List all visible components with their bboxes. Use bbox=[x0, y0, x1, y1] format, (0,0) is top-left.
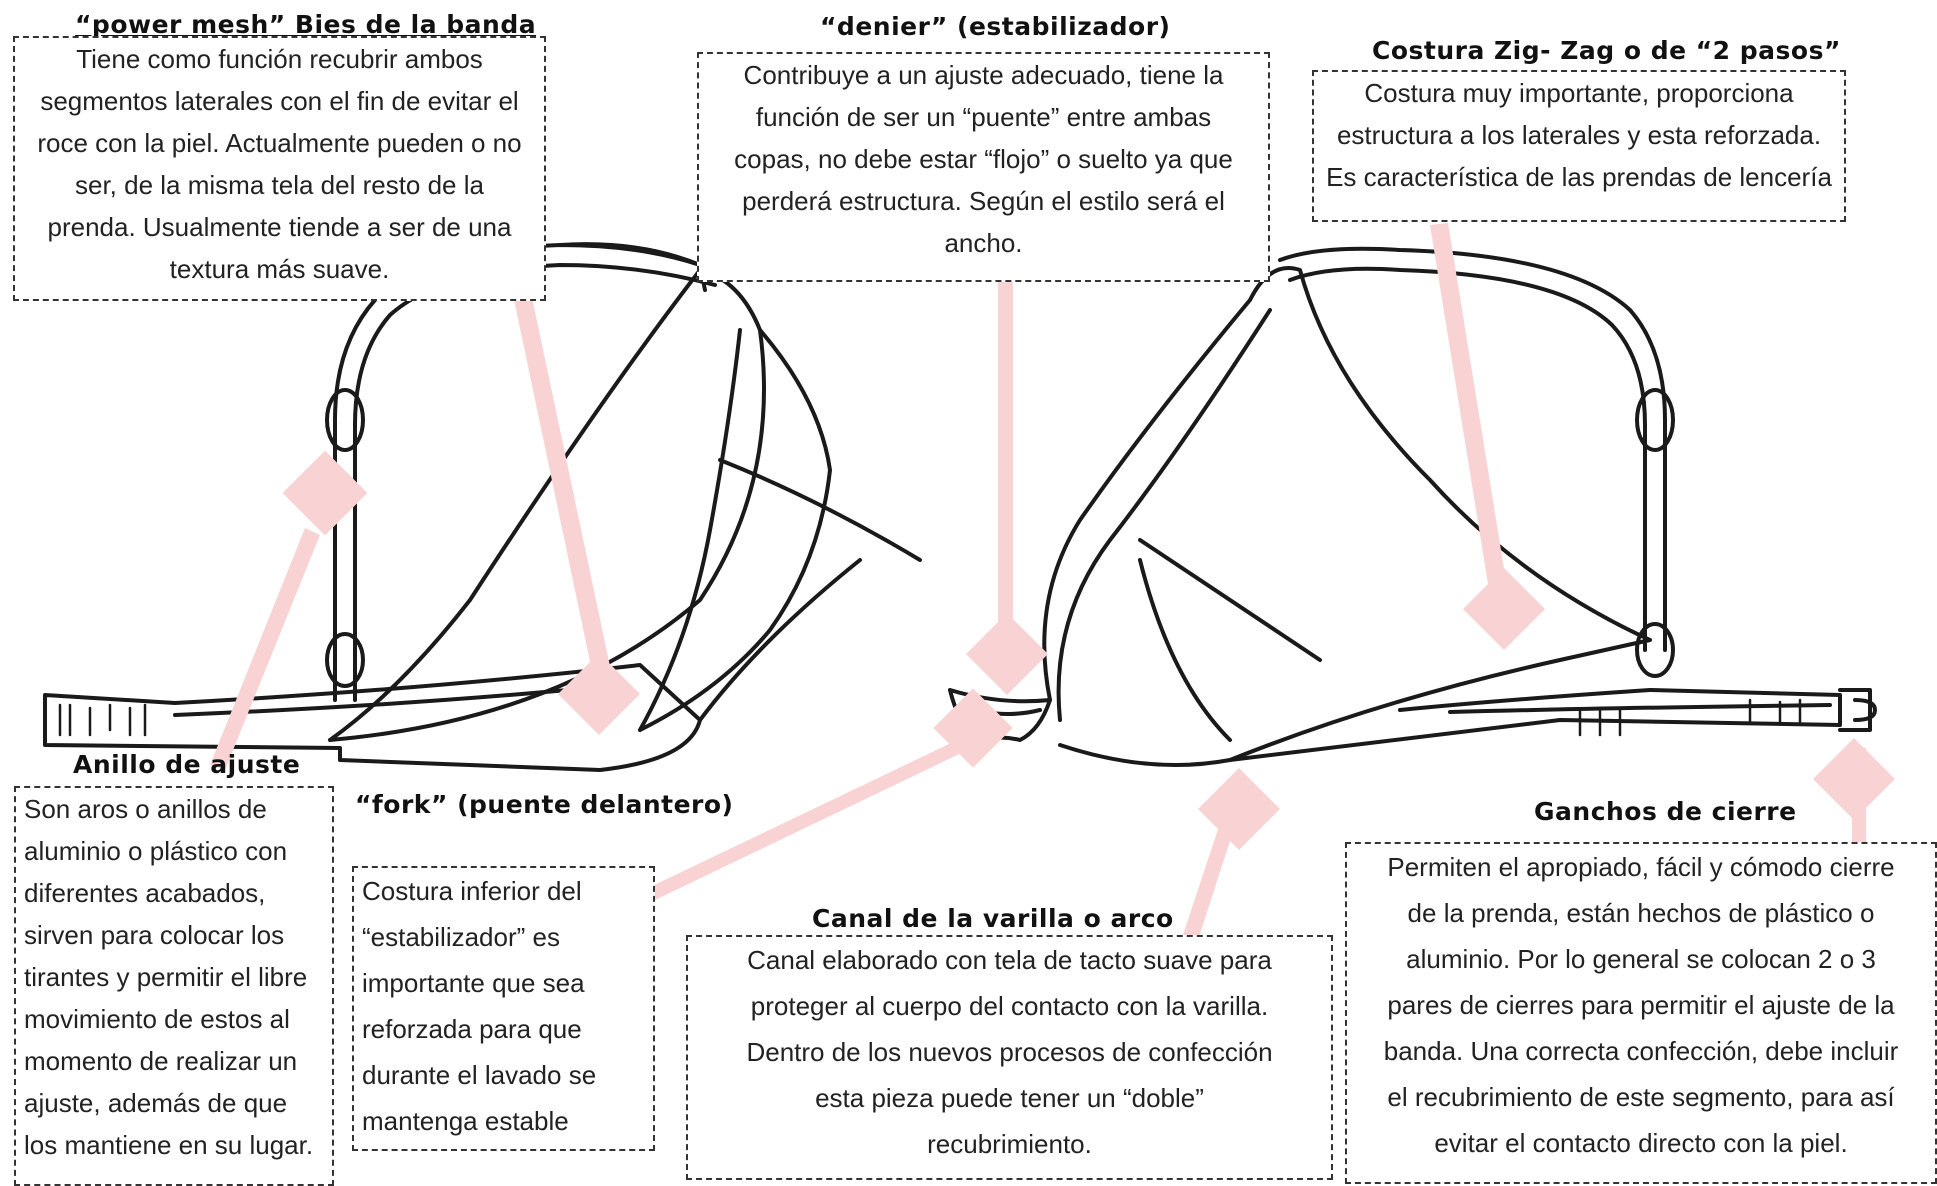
power-mesh-line: prenda. Usualmente tiende a ser de una bbox=[47, 212, 512, 242]
ganchos-line: banda. Una correcta confección, debe inc… bbox=[1383, 1036, 1899, 1066]
zigzag-line: Costura muy importante, proporciona bbox=[1364, 78, 1794, 108]
anillo-box: Son aros o anillos de aluminio o plástic… bbox=[14, 786, 334, 1186]
power-mesh-line: textura más suave. bbox=[169, 254, 390, 284]
connector-anillo bbox=[210, 528, 320, 770]
ganchos-line: de la prenda, están hechos de plástico o bbox=[1407, 898, 1875, 928]
marker-denier bbox=[965, 612, 1049, 696]
anillo-line: diferentes acabados, bbox=[24, 878, 266, 908]
ganchos-line: Permiten el apropiado, fácil y cómodo ci… bbox=[1387, 852, 1895, 882]
ganchos-line: pares de cierres para permitir el ajuste… bbox=[1387, 990, 1895, 1020]
fork-line: “estabilizador” es bbox=[362, 922, 560, 952]
right-cup-seam-1 bbox=[1138, 538, 1322, 662]
connector-zigzag bbox=[1430, 223, 1512, 621]
fork-line: Costura inferior del bbox=[362, 876, 582, 906]
right-ring-top bbox=[1635, 388, 1675, 452]
canal-box: Canal elaborado con tela de tacto suave … bbox=[686, 935, 1333, 1180]
right-band bbox=[1228, 688, 1842, 762]
left-cup-seam-1 bbox=[718, 458, 922, 562]
anillo-line: momento de realizar un bbox=[24, 1046, 298, 1076]
right-cup-inner bbox=[1056, 308, 1272, 722]
fork-title: “fork” (puente delantero) bbox=[355, 790, 734, 819]
left-cup-seam-2 bbox=[698, 558, 862, 722]
right-cup-seam-2 bbox=[1138, 558, 1232, 742]
ganchos-line: evitar el contacto directo con la piel. bbox=[1434, 1128, 1848, 1158]
denier-line: ancho. bbox=[944, 228, 1023, 258]
ganchos-line: aluminio. Por lo general se colocan 2 o … bbox=[1406, 944, 1876, 974]
band-hatching bbox=[58, 698, 1802, 737]
denier-box: Contribuye a un ajuste adecuado, tiene l… bbox=[697, 52, 1270, 282]
left-ring-bottom bbox=[325, 632, 365, 688]
zigzag-title: Costura Zig- Zag o de “2 pasos” bbox=[1372, 36, 1841, 65]
anillo-line: movimiento de estos al bbox=[24, 1004, 290, 1034]
right-band-inner bbox=[1448, 703, 1832, 714]
right-cup-outline bbox=[1042, 266, 1652, 767]
fork-line: durante el lavado se bbox=[362, 1060, 597, 1090]
anillo-line: tirantes y permitir el libre bbox=[24, 962, 308, 992]
right-strap-inner bbox=[1288, 266, 1647, 652]
canal-line: recubrimiento. bbox=[927, 1129, 1092, 1159]
hook-closure bbox=[1838, 688, 1877, 732]
marker-ganchos bbox=[1812, 737, 1896, 821]
connector-denier bbox=[998, 270, 1013, 640]
marker-power-mesh bbox=[557, 652, 641, 736]
power-mesh-line: Tiene como función recubrir ambos bbox=[76, 44, 483, 74]
denier-line: Contribuye a un ajuste adecuado, tiene l… bbox=[743, 60, 1224, 90]
power-mesh-line: ser, de la misma tela del resto de la bbox=[75, 170, 484, 200]
marker-canal bbox=[1197, 767, 1281, 851]
left-strap-top bbox=[558, 242, 707, 292]
right-strap bbox=[1278, 246, 1667, 652]
marker-fork bbox=[933, 688, 1013, 768]
fork-line: reforzada para que bbox=[362, 1014, 582, 1044]
canal-line: esta pieza puede tener un “doble” bbox=[815, 1083, 1204, 1113]
anillo-line: sirven para colocar los bbox=[24, 920, 285, 950]
canal-line: Dentro de los nuevos procesos de confecc… bbox=[746, 1037, 1273, 1067]
zigzag-line: estructura a los laterales y esta reforz… bbox=[1336, 120, 1822, 150]
anillo-line: ajuste, además de que bbox=[24, 1088, 288, 1118]
fork-box: Costura inferior del “estabilizador” es … bbox=[352, 866, 655, 1151]
anillo-line: los mantiene en su lugar. bbox=[24, 1130, 314, 1160]
ganchos-title: Ganchos de cierre bbox=[1534, 797, 1797, 826]
fork-line: importante que sea bbox=[362, 968, 585, 998]
power-mesh-title: “power mesh” Bies de la banda bbox=[75, 10, 537, 39]
anillo-line: aluminio o plástico con bbox=[24, 836, 288, 866]
denier-line: función de ser un “puente” entre ambas bbox=[755, 102, 1212, 132]
left-ring-top bbox=[325, 388, 365, 452]
denier-line: perderá estructura. Según el estilo será… bbox=[742, 186, 1225, 216]
right-ring-bottom bbox=[1635, 622, 1675, 678]
marker-zigzag bbox=[1462, 567, 1546, 651]
denier-line: copas, no debe estar “flojo” o suelto ya… bbox=[734, 144, 1233, 174]
power-mesh-line: roce con la piel. Actualmente pueden o n… bbox=[37, 128, 522, 158]
canal-line: proteger al cuerpo del contacto con la v… bbox=[750, 991, 1269, 1021]
power-mesh-box: Tiene como función recubrir ambos segmen… bbox=[13, 36, 546, 301]
marker-anillo bbox=[282, 450, 368, 536]
denier-title: “denier” (estabilizador) bbox=[820, 12, 1171, 41]
left-cup-outline bbox=[328, 268, 766, 742]
anillo-title: Anillo de ajuste bbox=[73, 750, 301, 779]
anillo-line: Son aros o anillos de bbox=[24, 794, 267, 824]
ganchos-line: el recubrimiento de este segmento, para … bbox=[1387, 1082, 1895, 1112]
connector-power-mesh bbox=[512, 288, 615, 695]
connector-fork bbox=[648, 733, 978, 900]
left-cup-inner bbox=[638, 328, 742, 732]
power-mesh-line: segmentos laterales con el fin de evitar… bbox=[40, 86, 519, 116]
fork-line: mantenga estable bbox=[362, 1106, 569, 1136]
canal-line: Canal elaborado con tela de tacto suave … bbox=[747, 945, 1272, 975]
ganchos-box: Permiten el apropiado, fácil y cómodo ci… bbox=[1345, 842, 1937, 1184]
connector-canal bbox=[1182, 805, 1240, 940]
canal-title: Canal de la varilla o arco bbox=[812, 904, 1174, 933]
left-cup-lower bbox=[638, 328, 832, 732]
zigzag-box: Costura muy importante, proporciona estr… bbox=[1312, 70, 1846, 222]
zigzag-line: Es característica de las prendas de lenc… bbox=[1326, 162, 1832, 192]
